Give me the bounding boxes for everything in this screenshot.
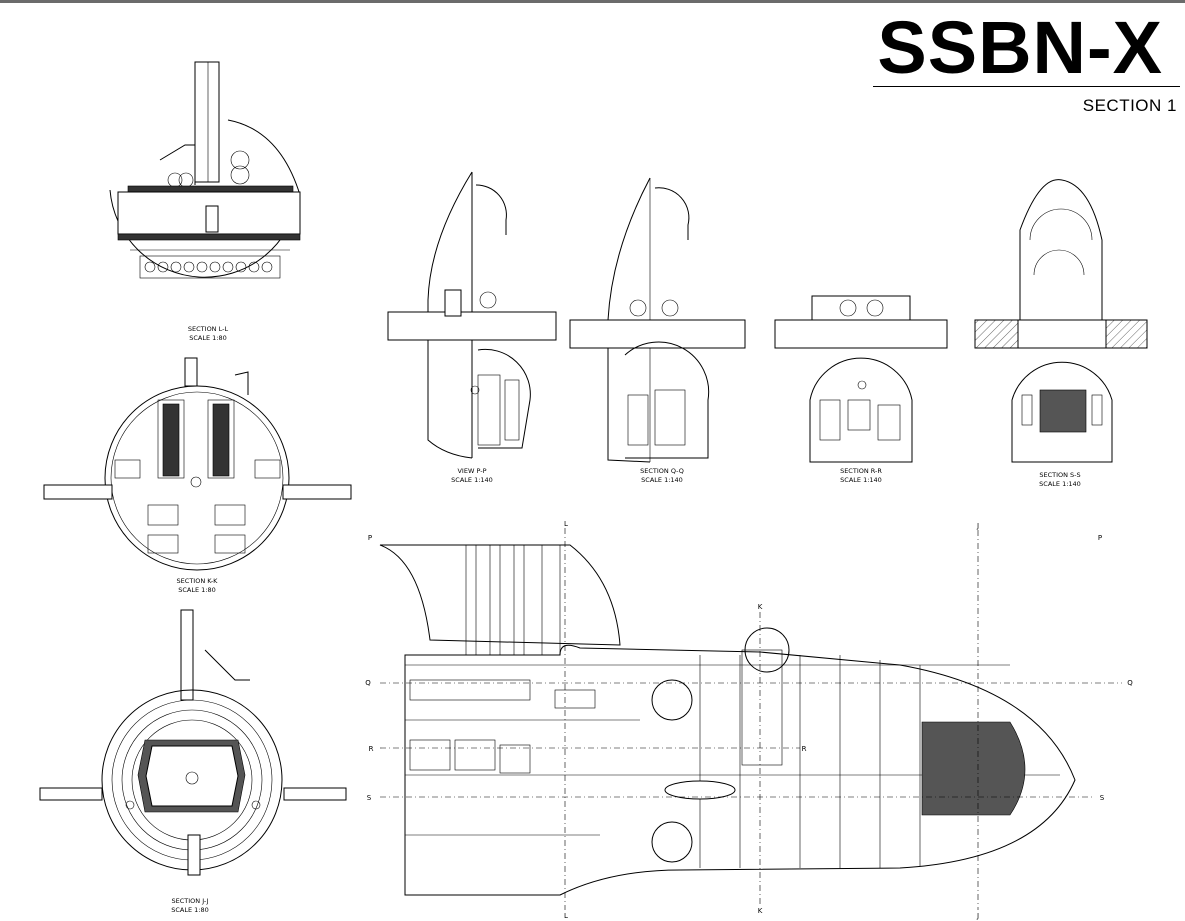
section-qq-label: SECTION Q-Q — [640, 467, 684, 475]
view-pp-scale: SCALE 1:140 — [451, 476, 493, 484]
cut-lines — [380, 528, 1122, 910]
section-ll-scale: SCALE 1:80 — [189, 334, 227, 342]
marker-l-bottom: L — [564, 912, 568, 920]
section-ss-label: SECTION S-S — [1039, 471, 1080, 479]
view-pp-drawing — [387, 171, 557, 459]
marker-q-left: Q — [365, 679, 371, 687]
main-elevation-drawing — [379, 544, 1076, 896]
section-qq-scale: SCALE 1:140 — [641, 476, 683, 484]
marker-k-top: K — [758, 603, 763, 611]
section-ss-drawing — [974, 179, 1148, 463]
drawing-title: SSBN-X — [877, 6, 1163, 89]
section-ll-drawing — [109, 61, 301, 279]
marker-r-left: R — [369, 745, 374, 753]
marker-p-left: P — [368, 534, 372, 542]
section-rr-label: SECTION R-R — [840, 467, 882, 475]
section-jj-drawing — [39, 609, 347, 876]
marker-j-top: J — [976, 522, 979, 530]
marker-p-right: P — [1098, 534, 1102, 542]
marker-s-right: S — [1100, 794, 1105, 802]
marker-q-right: Q — [1127, 679, 1133, 687]
section-rr-scale: SCALE 1:140 — [840, 476, 882, 484]
section-kk-scale: SCALE 1:80 — [178, 586, 216, 594]
section-jj-label: SECTION J-J — [171, 897, 208, 905]
marker-s-left: S — [367, 794, 372, 802]
marker-j-bottom: J — [976, 912, 979, 920]
title-underline — [873, 86, 1180, 87]
section-ll-label: SECTION L-L — [188, 325, 229, 333]
drawing-subtitle: SECTION 1 — [1082, 96, 1177, 115]
top-border — [0, 0, 1185, 3]
marker-l-top: L — [564, 520, 568, 528]
marker-r-right: R — [802, 745, 807, 753]
section-ss-scale: SCALE 1:140 — [1039, 480, 1081, 488]
section-kk-label: SECTION K-K — [177, 577, 219, 585]
marker-k-bottom: K — [758, 907, 763, 915]
view-pp-label: VIEW P-P — [457, 467, 486, 475]
section-kk-drawing — [43, 357, 352, 571]
section-jj-scale: SCALE 1:80 — [171, 906, 209, 914]
section-qq-drawing — [569, 177, 746, 463]
section-rr-drawing — [774, 295, 948, 463]
